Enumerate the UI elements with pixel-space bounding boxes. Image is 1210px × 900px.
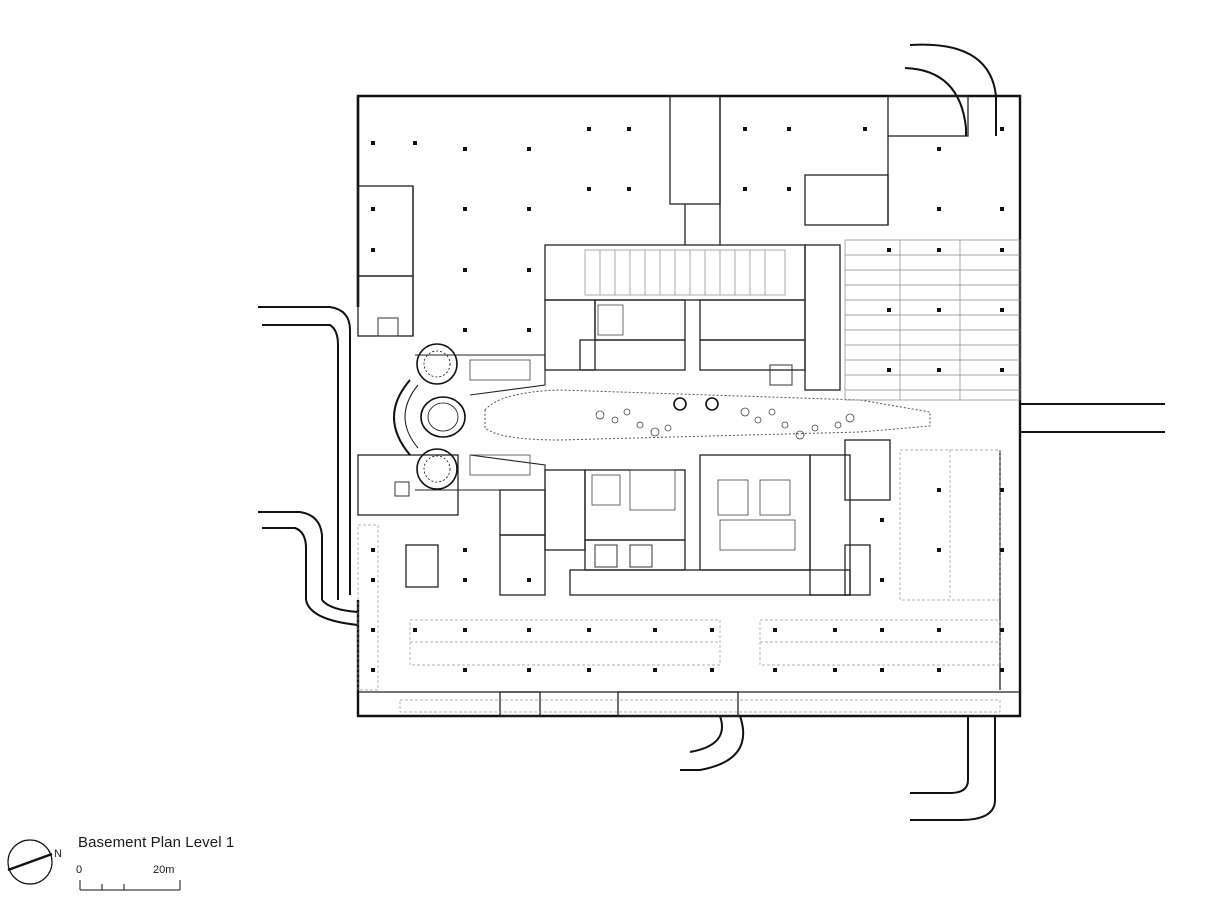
north-arrow [7, 839, 53, 885]
plan-caption: Basement Plan Level 1 [78, 834, 235, 851]
central-concourse [484, 389, 931, 441]
structural-columns [371, 127, 1004, 672]
furniture [469, 304, 855, 551]
concourse-edge [415, 354, 546, 491]
outer-walls [356, 94, 1022, 718]
rotundas [393, 343, 719, 490]
core-details [377, 317, 793, 568]
scale-end-label: 20m [153, 864, 175, 876]
north-label: N [54, 848, 62, 860]
parking-bays [584, 239, 1021, 401]
ramps [258, 43, 1165, 821]
scale-start-label: 0 [76, 864, 83, 876]
scale-bar [79, 880, 181, 891]
parking-bays-dashed [357, 449, 1001, 713]
interior-walls [357, 95, 1020, 717]
